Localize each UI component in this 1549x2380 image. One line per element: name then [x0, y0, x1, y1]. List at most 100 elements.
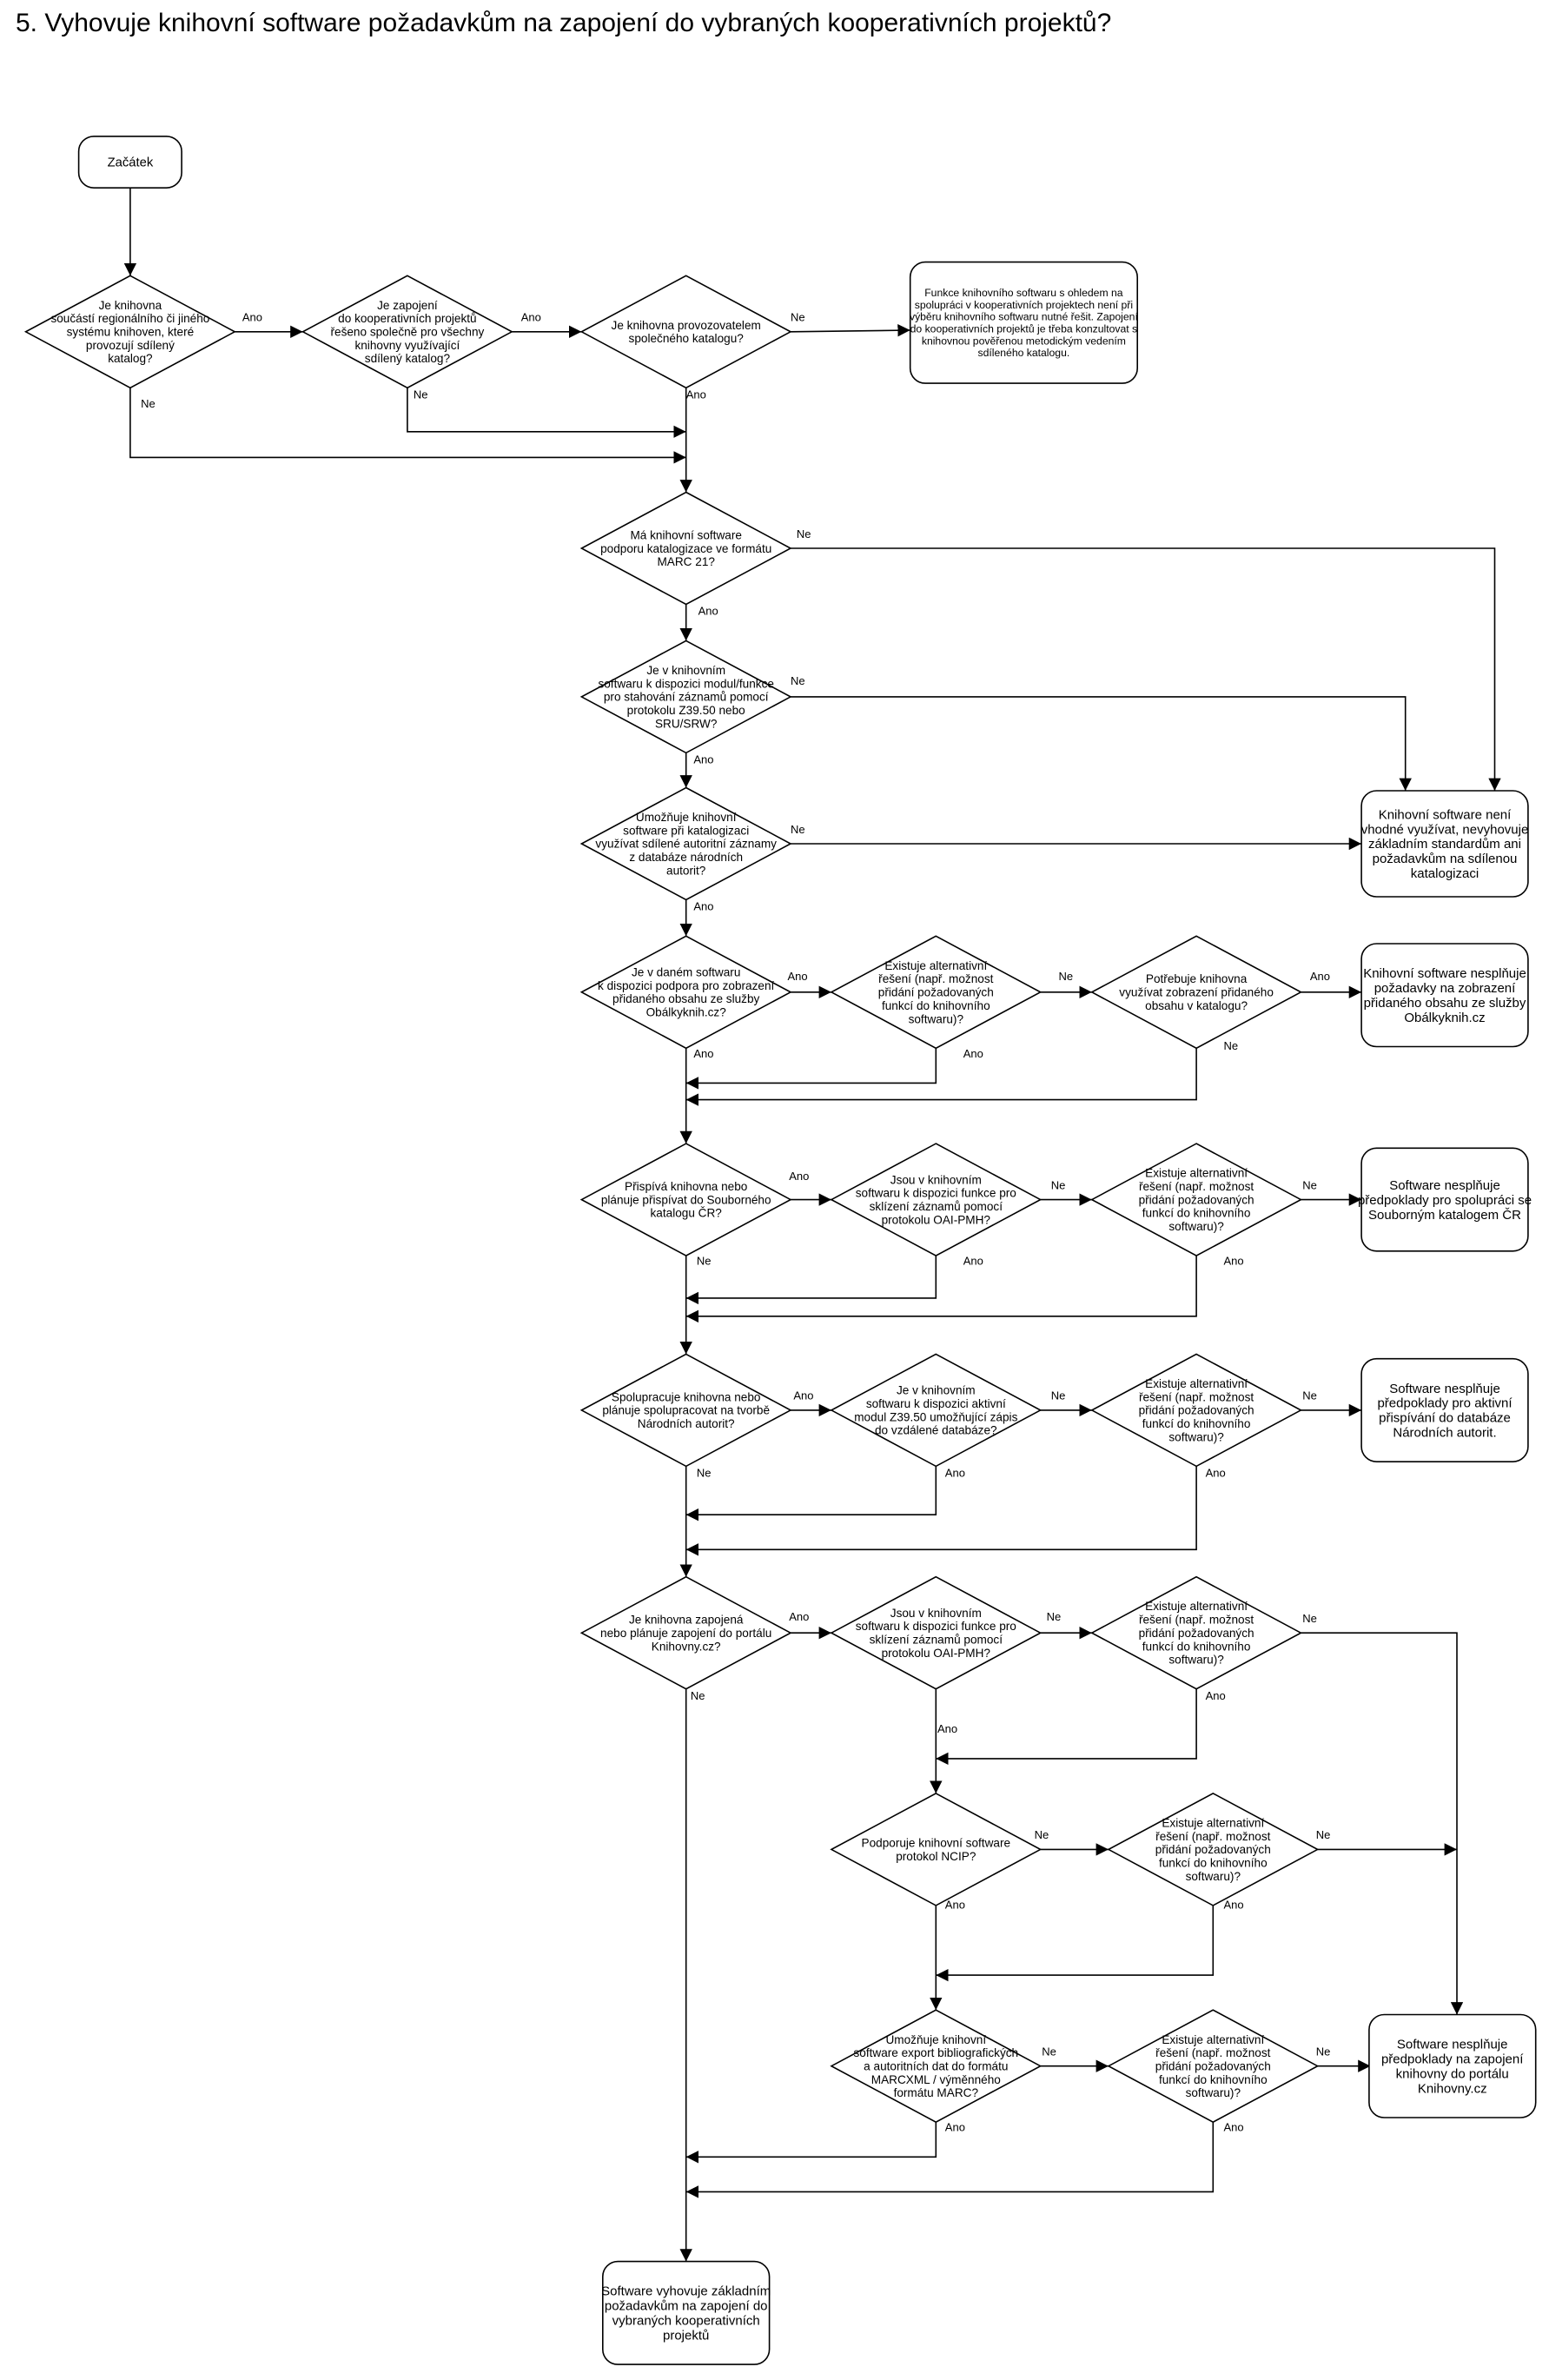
edge-label-q10b-to-r5: Ne	[1302, 1612, 1317, 1625]
box-shape	[601, 2260, 771, 2365]
node-text-line: předpoklady pro spolupráci se	[1358, 1193, 1532, 1208]
node-text-line: Existuje alternativní	[884, 959, 987, 972]
node-text-line: Je knihovna	[99, 299, 162, 312]
edge-label-q8b-to-q9: Ano	[1224, 1255, 1244, 1268]
edge-q9b-to-q10	[685, 1466, 1197, 1556]
node-text-line: Je v knihovním	[646, 664, 725, 677]
edge-q2-to-q4	[407, 388, 686, 438]
node-text-line: softwaru k dispozici funkce pro	[856, 1187, 1016, 1200]
node-text-line: protokol NCIP?	[896, 1850, 976, 1863]
edge-q5-to-r1	[791, 696, 1412, 791]
node-text-line: sklízení záznamů pomocí	[870, 1200, 1003, 1213]
edge-label-q11-to-q11a: Ne	[1035, 1828, 1049, 1841]
edge-label-q1-to-q4: Ne	[141, 397, 156, 410]
node-text-line: součástí regionálního či jiného	[50, 312, 209, 325]
node-text-line: Jsou v knihovním	[890, 1607, 982, 1620]
edge-q7b-to-q8	[685, 1048, 1197, 1106]
edge-q9a-to-q10	[685, 1466, 937, 1521]
node-text-line: softwaru)?	[1186, 1870, 1241, 1883]
edge-label-q9a-to-q10: Ano	[945, 1467, 965, 1480]
node-text-line: Potřebuje knihovna	[1146, 972, 1248, 985]
decision-shape	[1107, 2009, 1320, 2124]
node-text-line: funkcí do knihovního	[1142, 1640, 1251, 1653]
edge-label-q9b-to-q10: Ano	[1206, 1467, 1226, 1480]
node-text-line: software při katalogizaci	[623, 824, 749, 837]
box-shape	[1368, 2013, 1537, 2118]
node-text-line: MARCXML / výměnného	[871, 2073, 1001, 2086]
node-text-line: do kooperativních projektů	[338, 312, 476, 325]
box-shape	[1360, 1357, 1529, 1462]
node-text-line: katalogu ČR?	[651, 1207, 723, 1220]
node-text-line: řešení (např. možnost	[1155, 1830, 1270, 1843]
node-text-line: Existuje alternativní	[1145, 1600, 1248, 1613]
box-shape	[77, 136, 182, 189]
node-text-line: přidání požadovaných	[1139, 1404, 1254, 1417]
edge-q11a-to-q12	[936, 1905, 1215, 1982]
node-text-line: přidání požadovaných	[1155, 2060, 1271, 2073]
node-text-line: Národních autorit?	[638, 1417, 735, 1430]
node-text-line: spolupráci v kooperativních projektech n…	[915, 299, 1133, 311]
node-text-line: Knihovny.cz?	[652, 1640, 721, 1653]
node-text-line: projektů	[663, 2329, 709, 2344]
edge-label-q8-to-q9: Ne	[697, 1255, 712, 1268]
edge-label-q9-to-q9a: Ano	[793, 1389, 813, 1402]
box-shape	[909, 261, 1138, 384]
node-text-line: funkcí do knihovního	[882, 999, 990, 1012]
node-text-line: Umožňuje knihovní	[636, 811, 737, 824]
edge-q8a-to-q9	[685, 1256, 937, 1305]
node-text-line: přispívání do databáze	[1379, 1411, 1511, 1426]
edge-label-q2-to-q4: Ne	[414, 388, 428, 401]
decision-shape	[1107, 1792, 1320, 1906]
node-text-line: obsahu v katalogu?	[1145, 999, 1248, 1012]
node-text-line: Existuje alternativní	[1162, 2033, 1264, 2046]
decision-shape	[830, 935, 1043, 1050]
edge-q7a-to-q8	[685, 1048, 937, 1090]
node-text-line: požadavky na zobrazení	[1374, 981, 1516, 996]
edge-label-q12a-to-end: Ano	[1224, 2121, 1244, 2134]
node-text-line: Software nesplňuje	[1389, 1178, 1500, 1193]
edge-label-q9a-to-q9b: Ne	[1051, 1389, 1066, 1402]
decision-shape	[579, 640, 792, 754]
node-text-line: požadavkům na sdílenou	[1373, 852, 1518, 866]
node-text-line: Existuje alternativní	[1145, 1377, 1248, 1390]
decision-shape	[301, 275, 513, 389]
node-text-line: využívat sdílené autoritní záznamy	[595, 838, 777, 851]
node-text-line: Obálkyknih.cz	[1404, 1011, 1485, 1025]
decision-shape	[1090, 1353, 1303, 1468]
node-text-line: využívat zobrazení přidaného	[1119, 986, 1274, 999]
edge-labels-layer: AnoNeAnoNeNeAnoAnoNeAnoNeAnoNeAnoAnoNeAn…	[141, 311, 1330, 2134]
node-text-line: knihovny využívající	[354, 339, 460, 352]
node-text-line: vybraných kooperativních	[612, 2314, 760, 2329]
node-text-line: plánuje přispívat do Souborného	[601, 1193, 771, 1206]
node-text-line: k dispozici podpora pro zobrazení	[598, 979, 774, 992]
node-text-line: sklízení záznamů pomocí	[870, 1634, 1003, 1647]
node-text-line: knihovnou pověřenou metodickým vedením	[922, 335, 1126, 347]
node-text-line: přidání požadovaných	[1139, 1193, 1254, 1206]
node-text-line: přidání požadovaných	[878, 986, 994, 999]
edge-label-q10a-to-q10b: Ne	[1047, 1610, 1062, 1623]
node-text-line: řešení (např. možnost	[1139, 1180, 1254, 1193]
node-text-line: předpoklady pro aktivní	[1377, 1396, 1513, 1411]
edge-label-q12-to-end: Ano	[945, 2121, 965, 2134]
node-text-line: Je zapojení	[377, 299, 438, 312]
node-text-line: podporu katalogizace ve formátu	[600, 542, 771, 555]
edges-layer	[123, 188, 1501, 2262]
node-text-line: Národních autorit.	[1393, 1426, 1496, 1441]
edge-label-q12a-to-r5: Ne	[1316, 2045, 1331, 2058]
edge-label-q10a-to-q11: Ano	[937, 1722, 957, 1735]
node-text-line: řešení (např. možnost	[1139, 1390, 1254, 1403]
node-text-line: Software nesplňuje	[1397, 2038, 1508, 2052]
edge-label-q11a-to-r5: Ne	[1316, 1828, 1331, 1841]
edge-label-q4-to-q5: Ano	[698, 605, 718, 618]
